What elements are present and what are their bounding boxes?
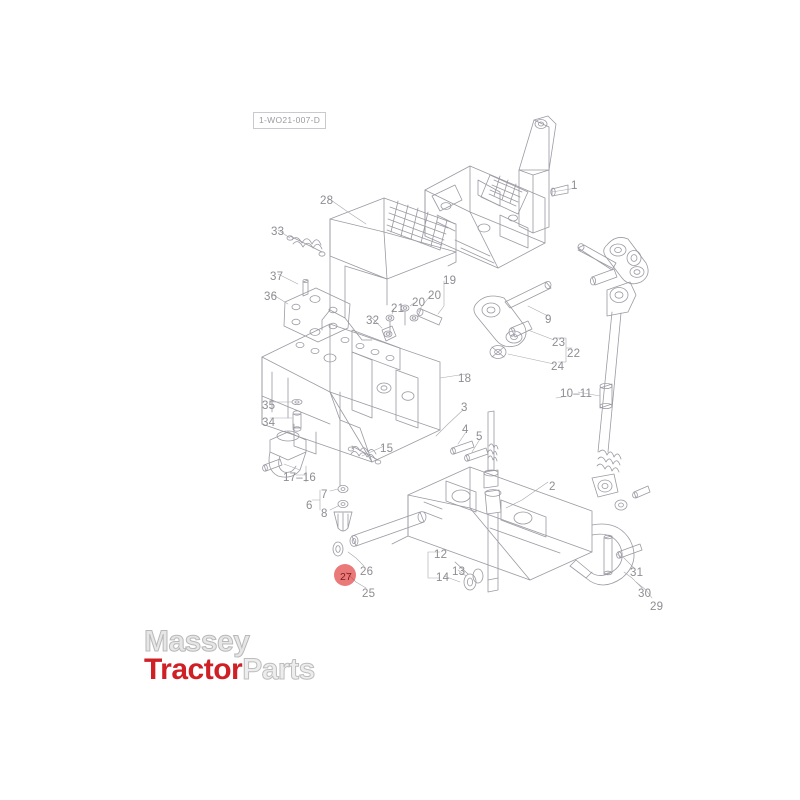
callout-label-25[interactable]: 25 <box>362 588 376 600</box>
callout-label-30[interactable]: 30 <box>638 588 652 600</box>
watermark-logo: Massey TractorParts <box>144 625 316 686</box>
callout-label-14[interactable]: 14 <box>436 572 450 584</box>
part-29-30-31-bottom-right <box>603 534 643 576</box>
callout-label-7[interactable]: 7 <box>321 489 328 501</box>
watermark-tractor-text: Tractor <box>144 652 243 686</box>
callout-label-3[interactable]: 3 <box>461 402 468 414</box>
callout-label-35[interactable]: 35 <box>262 400 276 412</box>
callout-label-32[interactable]: 32 <box>366 315 380 327</box>
part-group-top-housing <box>424 115 569 269</box>
callout-label-33[interactable]: 33 <box>271 226 285 238</box>
part-3-center-lift-rod <box>483 410 502 593</box>
callout-label-24[interactable]: 24 <box>551 361 565 373</box>
callout-label-23[interactable]: 23 <box>552 337 566 349</box>
part-4-5-pins <box>450 440 489 462</box>
part-2-drawbar-frame <box>391 466 635 586</box>
callout-label-26[interactable]: 26 <box>360 566 374 578</box>
watermark-parts-text: Parts <box>242 652 316 686</box>
part-6-7-8-plug <box>333 391 353 532</box>
callout-label-27[interactable]: 27 <box>340 571 353 583</box>
part-16-17-yoke <box>262 430 307 478</box>
part-9-bell-crank <box>473 280 552 359</box>
part-18-center-housing <box>261 323 441 463</box>
callout-label-36[interactable]: 36 <box>264 291 278 303</box>
callout-label-10-11[interactable]: 10–11 <box>560 388 593 400</box>
part-33-spring <box>286 235 326 257</box>
callout-label-31[interactable]: 31 <box>630 567 644 579</box>
callout-label-34[interactable]: 34 <box>262 417 276 429</box>
callout-label-12[interactable]: 12 <box>434 549 448 561</box>
highlighted-part-marker[interactable] <box>334 564 356 586</box>
callout-label-5[interactable]: 5 <box>476 431 483 443</box>
part-15-spring <box>347 445 382 465</box>
part-31-clip <box>614 485 651 511</box>
callout-label-6[interactable]: 6 <box>306 500 313 512</box>
watermark-line-tractorparts: TractorParts <box>144 652 316 686</box>
callout-label-17-16[interactable]: 17–16 <box>283 472 316 484</box>
watermark-line-massey: Massey <box>144 625 251 658</box>
callout-label-19[interactable]: 19 <box>443 275 457 287</box>
callout-label-22[interactable]: 22 <box>567 348 581 360</box>
part-22-lift-rod <box>577 237 649 498</box>
drawing-code-label: 1-WO21-007-D <box>253 112 327 129</box>
part-12-13-14-pins <box>454 561 484 591</box>
part-34-35-fasteners <box>291 398 303 432</box>
part-36-bracket-plate <box>283 278 351 343</box>
callout-label-8[interactable]: 8 <box>321 508 328 520</box>
callout-label-1[interactable]: 1 <box>571 180 578 192</box>
callout-label-15[interactable]: 15 <box>380 443 394 455</box>
callout-label-37[interactable]: 37 <box>270 271 284 283</box>
callout-label-18[interactable]: 18 <box>458 373 472 385</box>
callout-label-4[interactable]: 4 <box>462 424 469 436</box>
part-10-11-fittings <box>599 382 613 409</box>
callout-label-13[interactable]: 13 <box>452 566 466 578</box>
part-25-26-shaft <box>332 511 427 557</box>
callout-label-20[interactable]: 20 <box>428 290 442 302</box>
part-group-19-20-21-fasteners <box>385 304 443 336</box>
callout-label-21[interactable]: 21 <box>391 303 405 315</box>
callout-label-29[interactable]: 29 <box>650 601 664 613</box>
part-28-step-plate <box>321 197 457 341</box>
callout-label-20[interactable]: 20 <box>412 297 426 309</box>
callout-label-9[interactable]: 9 <box>545 314 552 326</box>
callout-leader-lines <box>269 187 653 599</box>
callout-label-28[interactable]: 28 <box>320 195 334 207</box>
callout-label-2[interactable]: 2 <box>549 481 556 493</box>
